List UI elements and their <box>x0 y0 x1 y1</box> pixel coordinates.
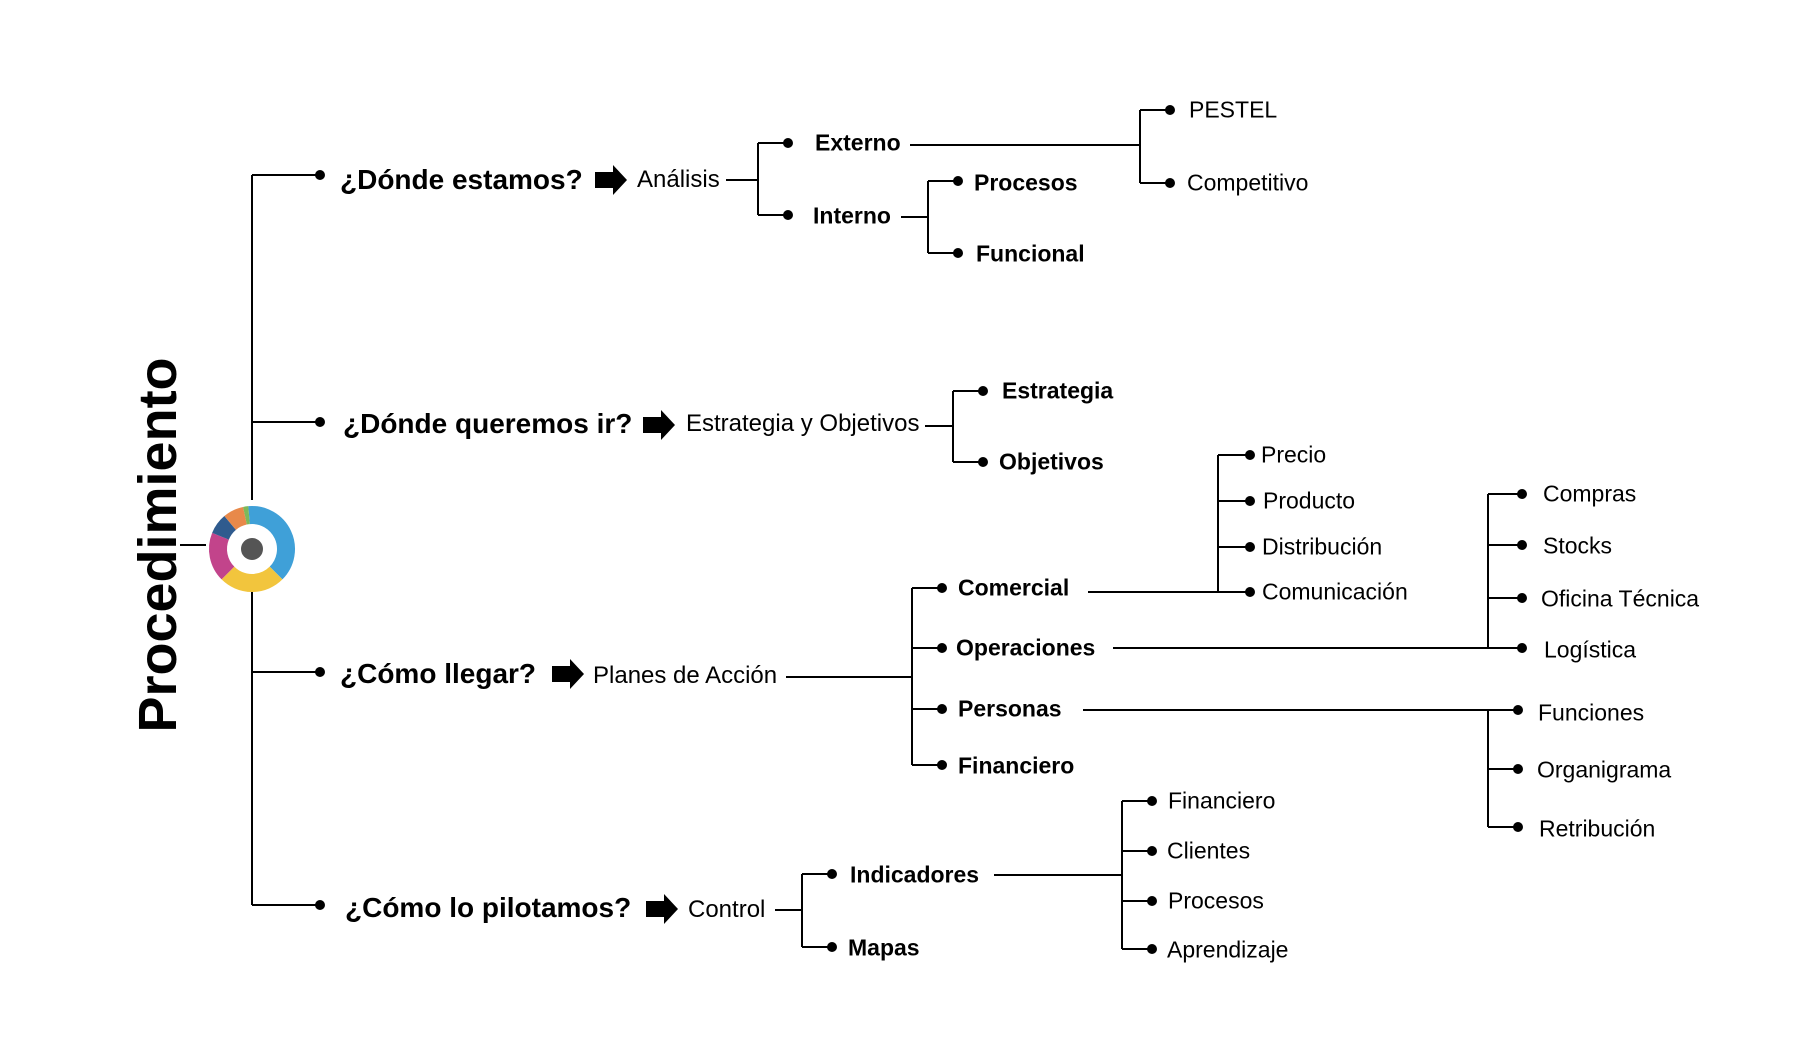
node-organigrama: Organigrama <box>1537 756 1672 783</box>
arrow-right-icon <box>595 165 627 195</box>
node-retribucion: Retribución <box>1539 815 1656 842</box>
node-compras: Compras <box>1543 480 1637 507</box>
question-how-do-we-steer: ¿Cómo lo pilotamos? <box>345 892 632 923</box>
node-funcional: Funcional <box>976 240 1085 267</box>
arrow-right-icon <box>552 659 584 689</box>
node-ind-procesos: Procesos <box>1168 887 1264 914</box>
node-competitivo: Competitivo <box>1187 169 1309 196</box>
branch-dots <box>315 105 1527 954</box>
node-objetivos: Objetivos <box>999 448 1104 475</box>
node-aprendizaje: Aprendizaje <box>1167 936 1289 963</box>
node-funciones: Funciones <box>1538 699 1645 726</box>
area-planes-de-accion: Planes de Acción <box>593 662 778 689</box>
arrow-right-icon <box>643 410 675 440</box>
node-pestel: PESTEL <box>1189 96 1278 123</box>
node-operaciones: Operaciones <box>956 634 1096 661</box>
node-personas: Personas <box>958 695 1062 722</box>
area-analisis: Análisis <box>637 166 720 193</box>
node-comercial: Comercial <box>958 574 1070 601</box>
node-ind-financiero: Financiero <box>1168 787 1276 814</box>
node-oficina-tecnica: Oficina Técnica <box>1541 585 1700 612</box>
node-logistica: Logística <box>1544 636 1637 663</box>
arrow-icons <box>552 165 678 924</box>
node-stocks: Stocks <box>1543 532 1613 559</box>
logo-ring-segment <box>243 506 250 525</box>
node-clientes: Clientes <box>1167 837 1251 864</box>
question-where-are-we: ¿Dónde estamos? <box>340 164 583 195</box>
logo-ring-segment <box>221 566 283 592</box>
node-interno: Interno <box>813 202 891 229</box>
node-comunicacion: Comunicación <box>1262 578 1408 605</box>
logo-center-dot <box>241 538 263 560</box>
node-precio: Precio <box>1261 441 1327 468</box>
logo-ring-segment <box>209 532 235 580</box>
area-estrategia-objetivos: Estrategia y Objetivos <box>686 410 920 437</box>
logo-ring-icon <box>209 506 295 592</box>
logo-ring-segment <box>248 506 295 580</box>
logo-ring-segment <box>212 516 237 541</box>
diagram-title: Procedimiento <box>128 357 188 733</box>
node-externo: Externo <box>815 129 901 156</box>
node-distribucion: Distribución <box>1262 533 1383 560</box>
node-mapas: Mapas <box>848 934 920 961</box>
logo-ring-segment <box>224 506 248 531</box>
node-producto: Producto <box>1263 487 1356 514</box>
area-control: Control <box>688 896 766 923</box>
node-indicadores: Indicadores <box>850 861 980 888</box>
arrow-right-icon <box>646 894 678 924</box>
node-procesos: Procesos <box>974 169 1078 196</box>
question-where-do-we-go: ¿Dónde queremos ir? <box>343 408 633 439</box>
question-how-to-get-there: ¿Cómo llegar? <box>340 658 537 689</box>
node-estrategia: Estrategia <box>1002 377 1114 404</box>
node-financiero: Financiero <box>958 752 1075 779</box>
